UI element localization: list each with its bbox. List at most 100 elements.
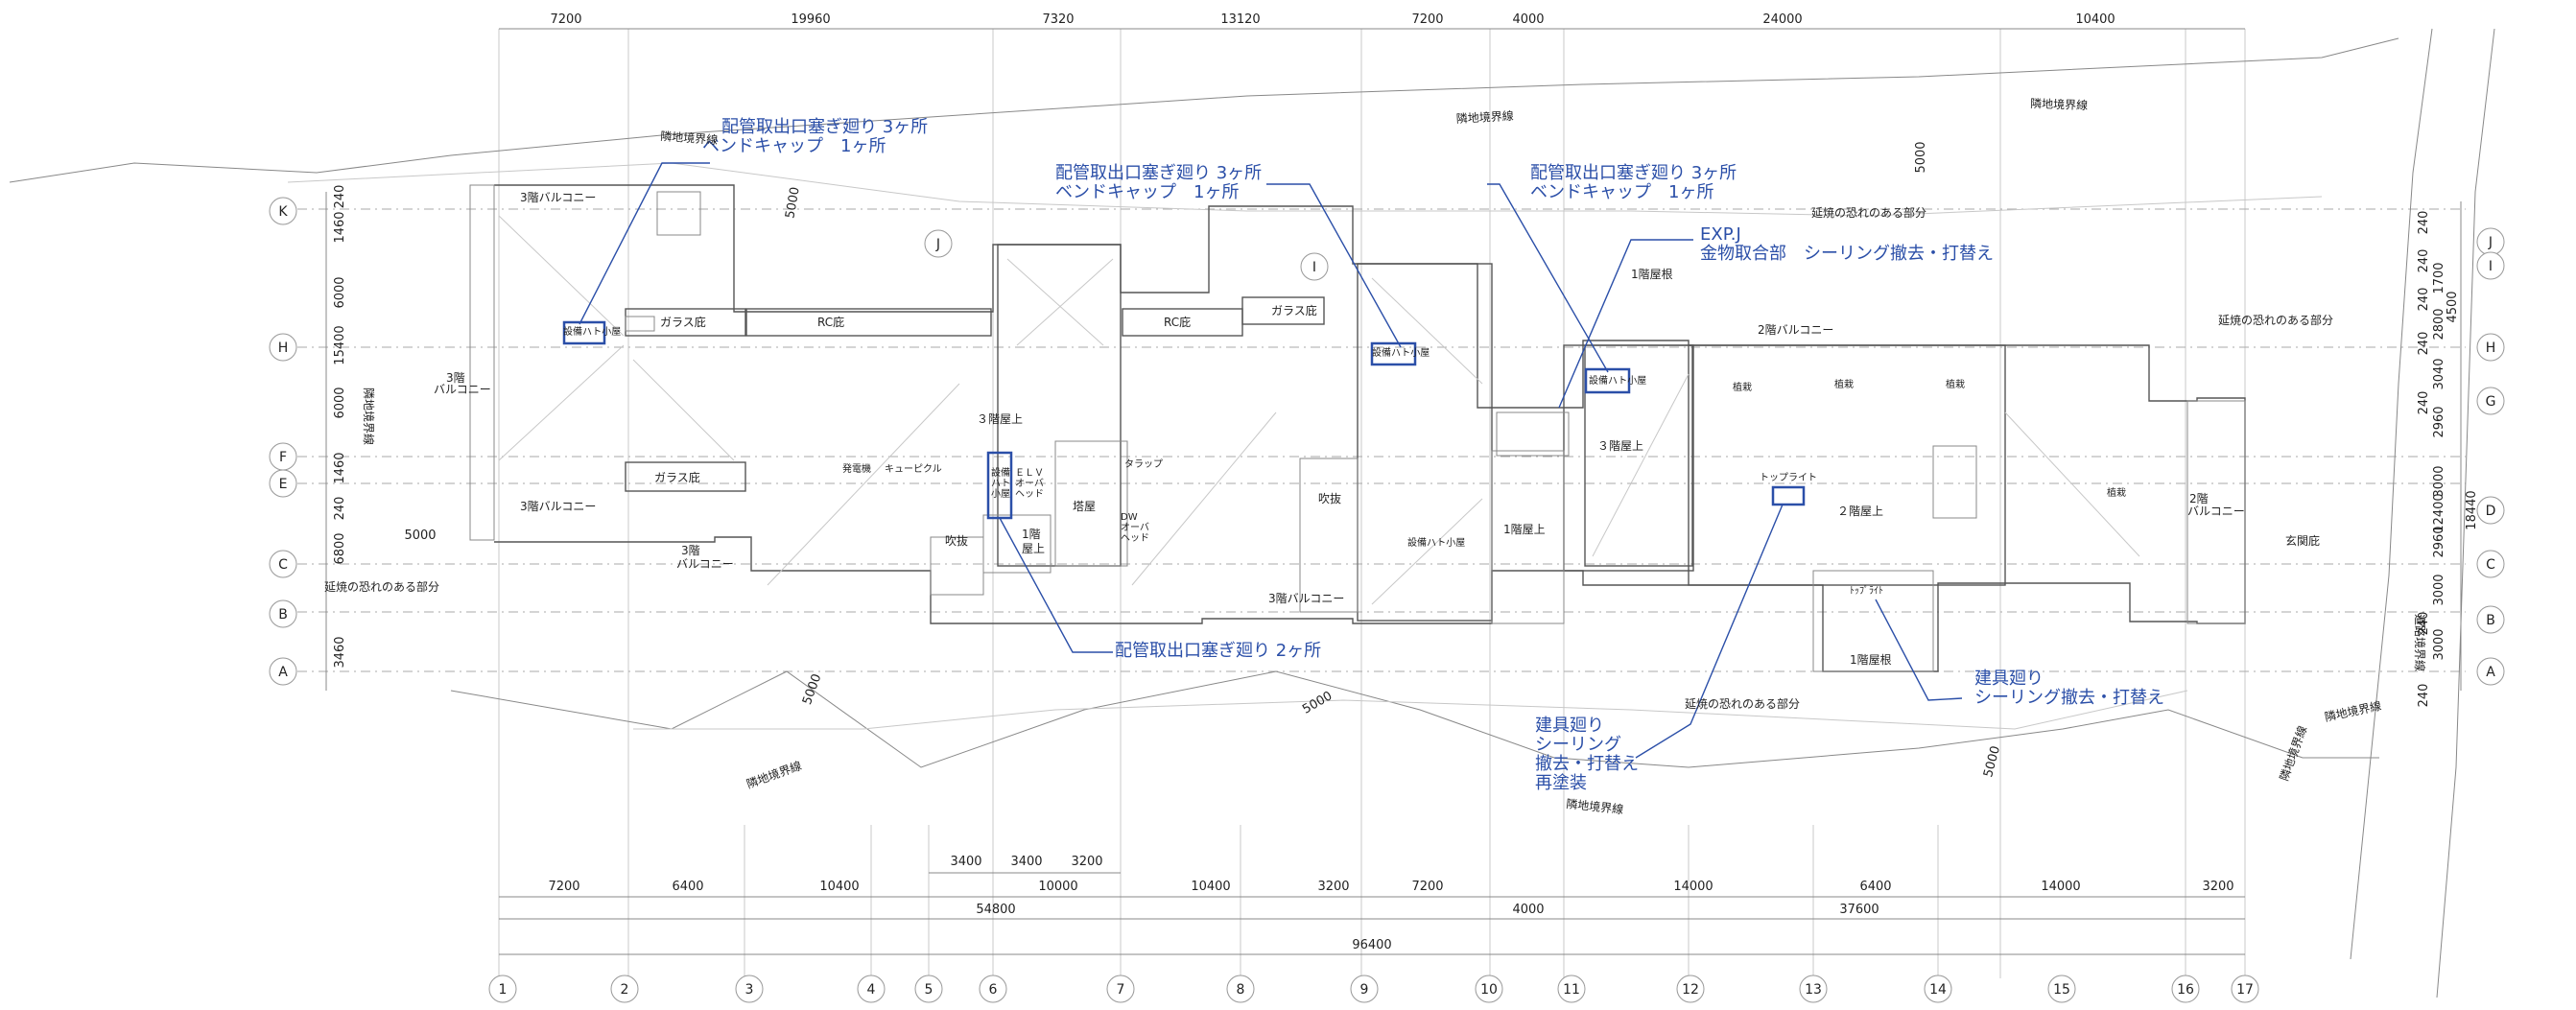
grid-row-left-B-circle [269,599,297,628]
dim-bottom-7: 14000 [1673,880,1713,894]
note-fitting2-b: シーリング撤去・打替え [1974,688,2164,708]
grid-col-17-circle [2231,975,2259,1003]
dim-left-6: 240 [333,497,347,521]
label-balcony-3f-top: 3階バルコニー [520,190,596,204]
label-planter-2: 植栽 [1834,378,1854,390]
label-balcony-2f-right-1: 2階 [2189,491,2209,505]
grid-row-right-I-circle [2476,251,2505,280]
grid-row-right-A-circle [2476,657,2505,686]
label-toplight-2: ﾄｯﾌﾟﾗｲﾄ [1850,585,1883,597]
grid-col-14: 14 [1929,982,1947,998]
dim-right-15: 240 [2417,612,2431,636]
dim-misc-1: 5000 [1914,141,1928,173]
grid-col-13-circle [1799,975,1828,1003]
grid-row-right-D-circle [2476,496,2505,525]
label-boundary-4: 隣地境界線 [744,758,804,791]
dim-bottom-4: 10400 [1191,880,1230,894]
label-balcony-3f-low: 3階バルコニー [1268,591,1344,605]
label-equip-box-1: 設備 [991,466,1010,479]
grid-row-right-I: I [2489,259,2493,274]
grid-lines [297,29,2466,978]
grid-row-left-F: F [279,450,287,465]
grid-row-left-E-circle [269,469,297,498]
label-dw-1: DW [1121,512,1138,523]
note-pipe-2a: 配管取出口塞ぎ廻り 3ヶ所 [1055,163,1262,183]
grid-row-right-A: A [2486,665,2495,680]
label-balcony-3f-left-2: バルコニー [434,383,491,396]
label-planter-4: 植栽 [2107,486,2126,499]
dim-left-2: 6000 [333,276,347,308]
dim-left-0: 240 [333,185,347,209]
label-elv-3: ヘッド [1015,489,1044,500]
roof-slope-lines [498,215,2140,605]
dim-top-7: 10400 [2075,12,2115,27]
grid-col-16-circle [2171,975,2200,1003]
label-roof-1f-root-b: 1階屋根 [1850,652,1892,667]
grid-col-6: 6 [989,982,998,998]
label-balcony-3f-mid-1: 3階 [681,543,700,557]
dim-bottom-10: 3200 [2202,880,2233,894]
label-boundary-2: 隣地境界線 [1455,108,1514,126]
dim-right-17: 240 [2417,684,2431,708]
grid-row-left-C: C [278,557,288,573]
dim-top-0: 7200 [550,12,581,27]
dim-bottom-total-1: 4000 [1512,903,1544,917]
label-void-2: 吹抜 [1318,492,1341,505]
grid-col-15: 15 [2053,982,2070,998]
dim-right-16: 3000 [2432,628,2446,660]
dim-misc-4: 5000 [1300,689,1335,717]
label-fire-3: 延焼の恐れのある部分 [2218,313,2333,327]
note-pipe-3a: 配管取出口塞ぎ廻り 3ヶ所 [1530,163,1737,183]
grid-col-7-circle [1106,975,1135,1003]
label-planter-3: 植栽 [1946,378,1965,390]
label-boundary-1: 隣地境界線 [660,129,719,147]
dim-top-2: 7320 [1042,12,1074,27]
dim-bottom-3: 10000 [1038,880,1077,894]
grid-col-3-circle [735,975,764,1003]
dim-right-6: 240 [2417,332,2431,356]
label-balcony-3f-left-1: 3階 [446,370,465,385]
grid-col-9-circle [1350,975,1379,1003]
grid-col-2-circle [610,975,639,1003]
grid-col-2: 2 [621,982,629,998]
note-pipe-3b: ベンドキャップ 1ヶ所 [1530,182,1713,202]
dim-right-4: 4500 [2446,291,2460,322]
label-hut-3: 設備ハト小屋 [1589,374,1646,387]
label-elv-2: オーバ [1015,478,1044,489]
label-boundary-6: 隣地境界線 [2324,698,2383,724]
grid-col-8-circle [1226,975,1255,1003]
dim-top-3: 13120 [1220,12,1260,27]
grid-interior-I: I [1312,260,1316,275]
grid-col-11-circle [1557,975,1586,1003]
note-fitting-a: 建具廻り [1535,716,1604,736]
grid-col-1-circle [488,975,517,1003]
grid-row-left-K-circle [269,197,297,225]
dim-right-10: 3000 [2432,465,2446,497]
label-elv-1: ＥＬＶ [1015,468,1044,479]
grid-row-right-J: J [2488,235,2493,250]
dim-right-5: 2800 [2432,308,2446,340]
dim-left-8: 3460 [333,636,347,668]
grid-interior-J: J [935,237,940,252]
grid-row-left-H: H [278,341,289,356]
note-fitting-c: 撤去・打替え [1535,754,1639,774]
grid-row-right-B-circle [2476,605,2505,634]
dim-right-2: 1700 [2432,262,2446,294]
label-glass-canopy-1: ガラス庇 [660,315,706,329]
label-planter-1: 植栽 [1733,381,1752,393]
grid-col-11: 11 [1563,982,1580,998]
dim-bottom-8: 6400 [1859,880,1891,894]
label-fire-4: 延焼の恐れのある部分 [1685,696,1800,711]
dim-misc-3: 5000 [800,672,824,707]
dimension-lines [325,28,2462,955]
dim-bottom-2: 10400 [819,880,859,894]
label-equip-box-2: ハト [991,479,1010,489]
grid-row-left-E: E [279,477,288,492]
dim-bottom-total-2: 37600 [1839,903,1879,917]
label-roof-2f: ２階屋上 [1837,504,1883,518]
grid-col-10-circle [1475,975,1503,1003]
dim-bottom-sub-0: 3400 [950,855,981,869]
